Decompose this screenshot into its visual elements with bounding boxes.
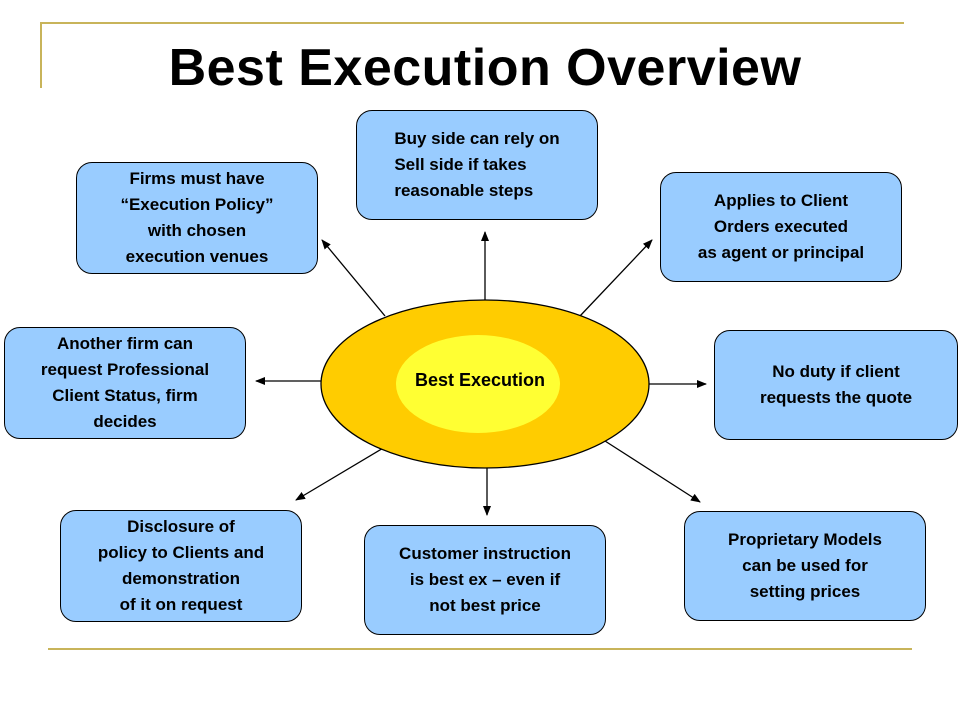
node-bottom: Customer instruction is best ex – even i… [364,525,606,635]
node-top-left: Firms must have “Execution Policy” with … [76,162,318,274]
node-left-text: Another firm can request Professional Cl… [40,334,210,431]
node-left: Another firm can request Professional Cl… [4,327,246,439]
frame-left-line [40,22,42,88]
node-top-right: Applies to Client Orders executed as age… [660,172,902,282]
node-bottom-left-text: Disclosure of policy to Clients and demo… [97,517,265,614]
arrow-to-bottom-left [295,446,386,501]
node-top-text: Buy side can rely on Sell side if takes … [394,129,560,200]
node-top: Buy side can rely on Sell side if takes … [356,110,598,220]
arrow-to-top-left [321,239,386,317]
node-bottom-text: Customer instruction is best ex – even i… [399,544,571,615]
center-ellipse-inner [396,335,560,433]
node-bottom-left: Disclosure of policy to Clients and demo… [60,510,302,622]
frame-bottom-line [48,648,912,650]
slide-title: Best Execution Overview [168,39,802,97]
node-right-text: No duty if client requests the quote [759,362,913,407]
node-top-left-text: Firms must have “Execution Policy” with … [120,169,274,266]
node-bottom-right-text: Proprietary Models can be used for setti… [728,530,882,601]
center-label: Best Execution [414,370,546,390]
arrow-to-top-right [579,239,653,317]
node-bottom-right: Proprietary Models can be used for setti… [684,511,926,621]
arrow-to-bottom-right [604,440,701,503]
node-top-right-text: Applies to Client Orders executed as age… [697,191,865,262]
frame-top-line [40,22,904,24]
node-right: No duty if client requests the quote [714,330,958,440]
